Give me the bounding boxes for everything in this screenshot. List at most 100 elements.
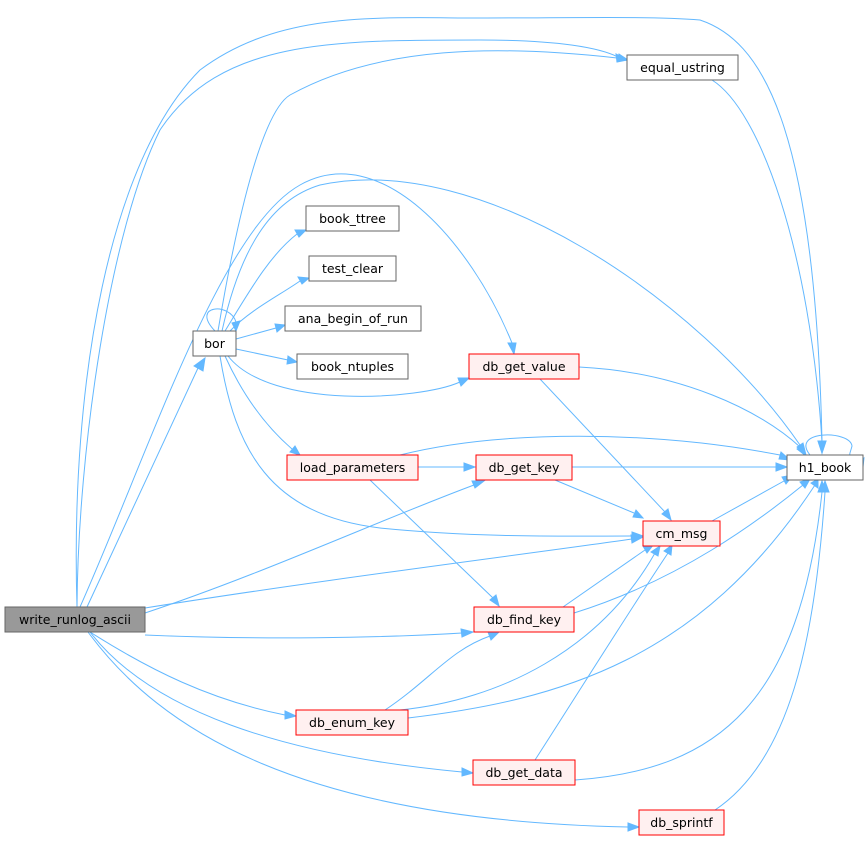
edge-dbgetkey-cmmsg bbox=[554, 479, 645, 519]
edge-loadparams-dbgetkey-arrowhead bbox=[463, 462, 477, 472]
edge-loadparams-dbfindkey bbox=[369, 479, 500, 608]
edge-dbgetvalue-cmmsg bbox=[539, 378, 672, 522]
edge-dbsprintf-h1-arrowhead bbox=[820, 479, 830, 493]
edge-dbgetvalue-h1-arrowhead bbox=[796, 444, 807, 458]
edge-bor-bookntuples bbox=[235, 348, 299, 365]
edge-write-bor-arrowhead bbox=[193, 356, 206, 372]
node-db-get-key[interactable]: db_get_key bbox=[475, 454, 573, 481]
edge-bor-anabegin bbox=[235, 323, 287, 340]
node-cm-msg-label: cm_msg bbox=[656, 526, 708, 541]
edge-write-cmmsg bbox=[144, 534, 645, 609]
node-book-ttree-box[interactable] bbox=[305, 205, 400, 232]
edge-write-dbgetkey bbox=[144, 480, 486, 614]
edge-write-dbfindkey-line bbox=[144, 632, 463, 639]
node-db-get-value[interactable]: db_get_value bbox=[468, 353, 580, 380]
edge-bor-equal-line bbox=[217, 50, 618, 332]
edge-dbgetdata-cmmsg-arrowhead bbox=[663, 543, 673, 556]
node-write-runlog-ascii[interactable]: write_runlog_ascii bbox=[4, 606, 146, 633]
node-db-find-key[interactable]: db_find_key bbox=[473, 606, 575, 633]
node-cm-msg-box[interactable] bbox=[642, 520, 721, 547]
node-db-sprintf-box[interactable] bbox=[638, 809, 725, 836]
edge-bor-cmmsg-line bbox=[219, 355, 633, 537]
edge-bor-dbgetvalue-line bbox=[227, 355, 461, 397]
node-bor-box[interactable] bbox=[192, 330, 237, 357]
edge-write-dbgetvalue-line bbox=[79, 173, 513, 608]
edge-write-dbgetdata bbox=[89, 631, 475, 777]
node-db-find-key-box[interactable] bbox=[473, 606, 575, 633]
node-ana-begin-of-run-box[interactable] bbox=[284, 305, 422, 332]
node-book-ttree-label: book_ttree bbox=[319, 211, 386, 226]
edge-bor-anabegin-arrowhead bbox=[274, 323, 287, 333]
edge-dbgetvalue-cmmsg-line bbox=[539, 378, 666, 513]
edge-equal-h1-arrowhead bbox=[817, 440, 827, 455]
edge-loadparams-dbfindkey-line bbox=[369, 479, 494, 599]
node-h1-book[interactable]: h1_book bbox=[786, 454, 864, 481]
edge-bor-h1-line bbox=[221, 179, 801, 446]
edge-bor-loadparams-arrowhead bbox=[289, 445, 302, 456]
node-equal-ustring-box[interactable] bbox=[626, 54, 739, 81]
node-book-ntuples[interactable]: book_ntuples bbox=[296, 353, 409, 380]
node-equal-ustring[interactable]: equal_ustring bbox=[626, 54, 739, 81]
call-nodes: write_runlog_ascii bor equal_ustring book_t… bbox=[4, 54, 864, 836]
node-load-parameters-box[interactable] bbox=[286, 454, 419, 481]
node-db-enum-key-box[interactable] bbox=[295, 709, 409, 736]
node-write-runlog-ascii-label: write_runlog_ascii bbox=[19, 612, 131, 627]
node-ana-begin-of-run[interactable]: ana_begin_of_run bbox=[284, 305, 422, 332]
edge-equal-h1-line bbox=[711, 79, 823, 443]
node-cm-msg[interactable]: cm_msg bbox=[642, 520, 721, 547]
node-book-ttree[interactable]: book_ttree bbox=[305, 205, 400, 232]
node-equal-ustring-label: equal_ustring bbox=[640, 60, 725, 75]
node-db-get-key-label: db_get_key bbox=[489, 460, 560, 475]
node-test-clear-box[interactable] bbox=[308, 255, 397, 282]
edge-write-dbsprintf-arrowhead bbox=[627, 822, 641, 832]
node-ana-begin-of-run-label: ana_begin_of_run bbox=[298, 311, 408, 326]
node-test-clear[interactable]: test_clear bbox=[308, 255, 397, 282]
edge-bor-bookttree bbox=[224, 229, 308, 332]
node-db-get-key-box[interactable] bbox=[475, 454, 573, 481]
edge-dbenumkey-h1-line bbox=[407, 484, 816, 719]
edge-dbenumkey-cmmsg bbox=[399, 544, 661, 711]
edge-dbgetdata-cmmsg-line bbox=[534, 552, 669, 761]
edge-dbfindkey-h1-line bbox=[573, 484, 804, 614]
edge-loadparams-dbgetkey bbox=[418, 462, 477, 472]
node-db-get-data-box[interactable] bbox=[472, 759, 576, 786]
edge-write-bor bbox=[86, 356, 206, 608]
edge-write-dbsprintf-line bbox=[87, 631, 629, 828]
node-book-ntuples-box[interactable] bbox=[296, 353, 409, 380]
edge-write-dbgetkey-line bbox=[144, 484, 475, 614]
edge-bor-equal-arrowhead bbox=[615, 53, 629, 63]
edge-bor-loadparams-line bbox=[224, 355, 293, 450]
node-db-get-value-box[interactable] bbox=[468, 353, 580, 380]
node-load-parameters[interactable]: load_parameters bbox=[286, 454, 419, 481]
edge-dbgetvalue-h1 bbox=[578, 366, 807, 458]
edge-bor-dbgetvalue bbox=[227, 355, 471, 397]
node-db-sprintf[interactable]: db_sprintf bbox=[638, 809, 725, 836]
edge-write-dbenumkey bbox=[89, 631, 298, 720]
edge-bor-testclear-line bbox=[229, 280, 301, 332]
node-db-enum-key[interactable]: db_enum_key bbox=[295, 709, 409, 736]
node-bor[interactable]: bor bbox=[192, 330, 237, 357]
edge-write-bor-line bbox=[86, 367, 199, 608]
edge-bor-anabegin-line bbox=[235, 327, 277, 340]
edge-bor-bookntuples-arrowhead bbox=[286, 355, 299, 365]
node-db-find-key-label: db_find_key bbox=[487, 612, 562, 627]
edge-dbenumkey-h1-arrowhead bbox=[810, 478, 819, 489]
edge-bor-bookttree-arrowhead bbox=[294, 229, 308, 238]
node-db-get-data[interactable]: db_get_data bbox=[472, 759, 576, 786]
edge-loadparams-h1 bbox=[399, 435, 792, 461]
edge-dbgetkey-h1-arrowhead bbox=[775, 462, 789, 472]
node-load-parameters-label: load_parameters bbox=[300, 460, 405, 475]
edge-write-dbgetvalue-arrowhead bbox=[507, 342, 517, 356]
node-db-get-value-label: db_get_value bbox=[482, 359, 565, 374]
edge-bor-testclear bbox=[229, 276, 311, 332]
edge-cmmsg-h1 bbox=[711, 474, 795, 522]
edge-bor-loadparams bbox=[224, 355, 302, 456]
node-write-runlog-ascii-box[interactable] bbox=[4, 606, 146, 633]
edge-bor-bookntuples-line bbox=[235, 348, 289, 361]
edge-loadparams-dbfindkey-arrowhead bbox=[489, 594, 500, 608]
edge-dbgetkey-cmmsg-line bbox=[554, 479, 635, 514]
edge-dbgetdata-cmmsg bbox=[534, 543, 673, 761]
edge-dbsprintf-h1 bbox=[714, 479, 830, 811]
node-h1-book-box[interactable] bbox=[786, 454, 864, 481]
